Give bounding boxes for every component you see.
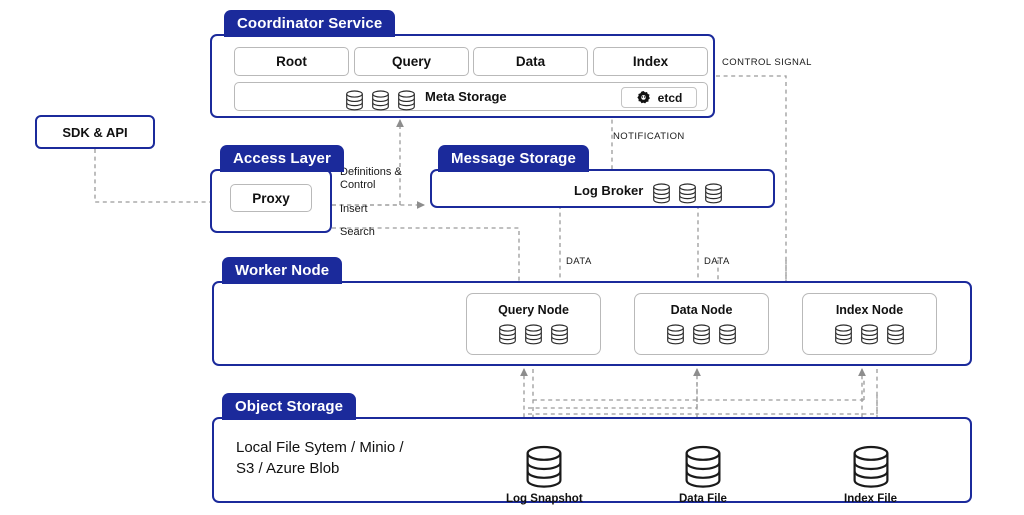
sdk-api-label: SDK & API — [62, 124, 128, 140]
database-icon — [679, 183, 697, 204]
database-icon — [525, 324, 542, 345]
query-node-db-icons — [498, 324, 569, 345]
meta-storage-content: Meta Storage — [345, 83, 507, 111]
coordinator-index-label: Index — [632, 54, 669, 69]
control-signal-label: CONTROL SIGNAL — [722, 57, 812, 68]
sdk-api-box[interactable]: SDK & API — [35, 115, 155, 149]
coordinator-service-panel: Coordinator Service Root Query Data Inde… — [210, 10, 715, 118]
log-broker-label: Log Broker — [574, 182, 644, 198]
coordinator-query-label: Query — [391, 54, 432, 69]
proxy-label: Proxy — [252, 190, 290, 206]
meta-storage-db-icons — [345, 89, 416, 111]
log-snapshot-label: Log Snapshot — [506, 493, 583, 505]
insert-label: Insert — [340, 203, 368, 215]
definitions-control-label: Definitions & Control — [340, 166, 402, 191]
etcd-label: etcd — [657, 90, 683, 105]
database-icon — [398, 89, 415, 110]
coordinator-root-label: Root — [276, 54, 307, 69]
data-file-item[interactable]: Data File — [679, 445, 727, 505]
search-label: Search — [340, 226, 375, 238]
query-node-box[interactable]: Query Node — [466, 293, 601, 355]
data-label-left: DATA — [566, 256, 592, 267]
log-broker-db-icons — [652, 183, 723, 204]
database-icon — [719, 324, 736, 345]
worker-node-body: Query Node Data Node Index Node — [212, 281, 972, 366]
proxy-box[interactable]: Proxy — [230, 184, 312, 212]
message-storage-body: Log Broker — [430, 169, 775, 208]
database-icon — [835, 324, 852, 345]
data-node-box[interactable]: Data Node — [634, 293, 769, 355]
notification-label: NOTIFICATION — [613, 131, 685, 142]
gear-icon — [637, 91, 650, 104]
index-file-label: Index File — [844, 493, 898, 505]
index-file-item[interactable]: Index File — [844, 445, 897, 505]
object-storage-body: Local File Sytem / Minio / S3 / Azure Bl… — [212, 417, 972, 505]
access-layer-body: Proxy — [210, 169, 332, 233]
coordinator-root-box[interactable]: Root — [234, 47, 349, 76]
data-file-label: Data File — [679, 493, 727, 505]
meta-storage-box[interactable]: Meta Storage etcd — [234, 82, 708, 111]
data-label-right: DATA — [704, 256, 730, 267]
coordinator-index-box[interactable]: Index — [593, 47, 708, 76]
database-icon — [705, 183, 723, 204]
coordinator-data-box[interactable]: Data — [473, 47, 588, 76]
database-icon — [499, 324, 516, 345]
access-layer-title: Access Layer — [220, 145, 344, 172]
data-node-label: Data Node — [670, 303, 733, 317]
worker-node-panel: Worker Node Query Node Data Node — [212, 257, 972, 366]
index-node-label: Index Node — [835, 303, 904, 317]
database-icon — [653, 183, 671, 204]
database-icon — [685, 445, 721, 488]
object-storage-title: Object Storage — [222, 393, 357, 420]
worker-node-title: Worker Node — [222, 257, 343, 284]
coordinator-service-title: Coordinator Service — [224, 10, 396, 37]
database-icon — [853, 445, 889, 488]
database-icon — [526, 445, 562, 488]
message-storage-panel: Message Storage Log Broker — [430, 145, 775, 208]
database-icon — [693, 324, 710, 345]
coordinator-query-box[interactable]: Query — [354, 47, 469, 76]
meta-storage-label: Meta Storage — [425, 89, 507, 104]
database-icon — [346, 89, 363, 110]
log-broker-content: Log Broker — [574, 176, 723, 204]
coordinator-data-label: Data — [515, 54, 546, 69]
coordinator-service-body: Root Query Data Index Meta Storage — [210, 34, 715, 118]
database-icon — [372, 89, 389, 110]
etcd-badge[interactable]: etcd — [621, 87, 697, 108]
index-node-box[interactable]: Index Node — [802, 293, 937, 355]
database-icon — [887, 324, 904, 345]
object-storage-backends: Local File Sytem / Minio / S3 / Azure Bl… — [236, 439, 404, 477]
log-snapshot-item[interactable]: Log Snapshot — [506, 445, 583, 505]
access-layer-panel: Access Layer Proxy — [210, 145, 344, 233]
database-icon — [861, 324, 878, 345]
database-icon — [551, 324, 568, 345]
object-storage-panel: Object Storage Local File Sytem / Minio … — [212, 393, 972, 505]
query-node-label: Query Node — [498, 303, 569, 317]
message-storage-title: Message Storage — [438, 145, 589, 172]
data-node-db-icons — [666, 324, 737, 345]
index-node-db-icons — [834, 324, 905, 345]
database-icon — [667, 324, 684, 345]
